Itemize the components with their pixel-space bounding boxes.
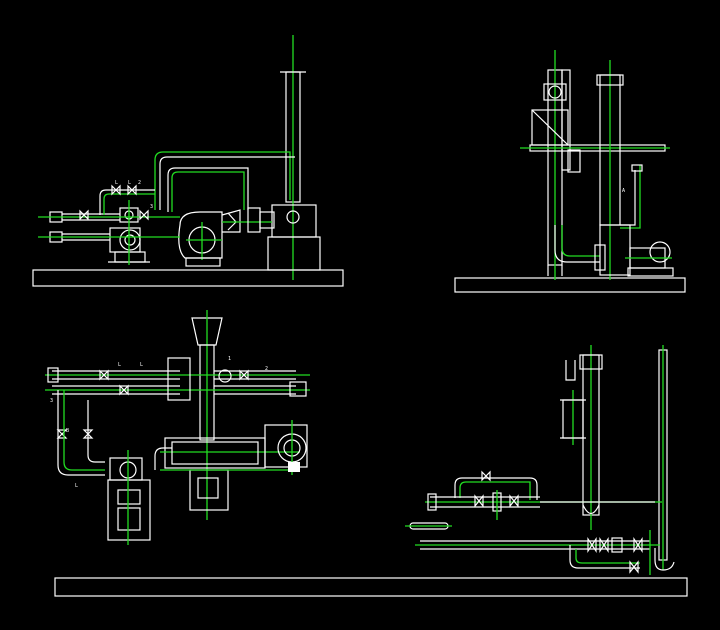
label-2: 2 <box>138 180 141 186</box>
label-3: 3 <box>50 398 53 404</box>
top-funnel <box>191 317 223 346</box>
fan-housing <box>178 211 223 267</box>
view-top-left: L L 2 3 <box>32 35 344 287</box>
label-l2: L <box>140 362 143 368</box>
view-top-right: A <box>454 50 686 293</box>
label-a: A <box>622 188 625 194</box>
label-l1: L <box>118 362 121 368</box>
label-b: B <box>66 428 69 434</box>
label-l1: L <box>115 180 118 186</box>
ground-slab <box>32 269 344 287</box>
label-2: 2 <box>265 366 268 372</box>
blower <box>160 420 308 475</box>
stack-base <box>271 204 317 238</box>
view-bottom-left: L L 1 2 3 B L <box>45 310 310 545</box>
ground-slab <box>454 277 686 293</box>
label-l3: L <box>75 483 78 489</box>
label-1: 1 <box>228 356 231 362</box>
view-bottom-right <box>54 345 688 597</box>
duct-loop <box>154 151 291 210</box>
motor <box>625 241 674 277</box>
pump-stand <box>107 450 151 545</box>
pump-assembly <box>108 200 150 265</box>
label-l2: L <box>128 180 131 186</box>
label-3: 3 <box>150 204 153 210</box>
ground-slab <box>54 577 688 597</box>
